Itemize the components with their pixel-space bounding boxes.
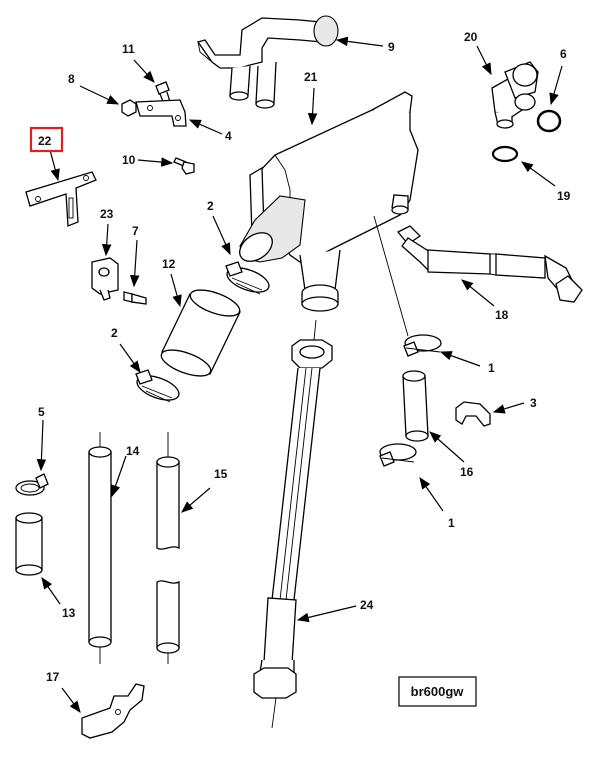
part-22-bracket[interactable] xyxy=(25,171,97,227)
part-16-hose[interactable] xyxy=(402,370,429,442)
part-2-hose-clamp-upper[interactable] xyxy=(224,261,272,297)
drawing-code-box: br600gw xyxy=(398,676,477,707)
part-1-hose-clamp-lower[interactable] xyxy=(379,443,417,467)
callout-23: 23 xyxy=(100,207,114,221)
highlighted-callout-22[interactable]: 22 xyxy=(29,126,64,153)
part-7-bolt[interactable] xyxy=(123,291,147,305)
part-6-o-ring[interactable] xyxy=(536,109,562,133)
part-20-elbow-fitting[interactable] xyxy=(491,61,539,129)
callout-13: 13 xyxy=(62,606,76,620)
part-3-clip[interactable] xyxy=(455,401,491,427)
part-12-hose[interactable] xyxy=(158,285,243,382)
highlight-box xyxy=(29,126,64,153)
callout-2-upper: 2 xyxy=(207,199,214,213)
part-15-tube[interactable] xyxy=(156,432,180,664)
callout-6: 6 xyxy=(560,47,567,61)
callout-20: 20 xyxy=(464,30,478,44)
part-2-hose-clamp-lower[interactable] xyxy=(134,369,182,405)
part-9-bent-pipe[interactable] xyxy=(196,15,339,109)
part-19-o-ring[interactable] xyxy=(491,145,519,163)
part-18-hose[interactable] xyxy=(396,225,583,303)
callout-16: 16 xyxy=(460,465,474,479)
part-17-clamp-bracket[interactable] xyxy=(81,683,145,739)
callout-17: 17 xyxy=(46,670,60,684)
callout-9: 9 xyxy=(388,40,395,54)
callout-10: 10 xyxy=(122,153,136,167)
part-13-hose[interactable] xyxy=(15,512,43,576)
callout-1-upper: 1 xyxy=(488,361,495,375)
callout-11: 11 xyxy=(122,42,135,56)
part-1-hose-clamp-upper[interactable] xyxy=(403,334,442,357)
callout-24: 24 xyxy=(360,598,374,612)
part-8-nut[interactable] xyxy=(121,99,137,117)
part-14-tube[interactable] xyxy=(88,432,112,664)
callout-8: 8 xyxy=(68,72,75,86)
part-4-bracket[interactable] xyxy=(135,99,187,127)
part-24-long-hose[interactable] xyxy=(253,319,333,729)
callout-12: 12 xyxy=(162,257,176,271)
callout-2-lower: 2 xyxy=(111,326,118,340)
callout-labels: 11 8 4 10 9 21 20 6 19 23 7 2 12 2 18 1 … xyxy=(38,30,571,684)
part-21-housing[interactable] xyxy=(234,91,419,312)
callout-5: 5 xyxy=(38,405,45,419)
part-5-hose-clamp[interactable] xyxy=(15,473,49,496)
callout-19: 19 xyxy=(557,189,571,203)
leader-lines xyxy=(36,36,563,713)
part-10-bolt[interactable] xyxy=(173,157,195,175)
callout-14: 14 xyxy=(126,444,140,458)
callout-1-lower: 1 xyxy=(448,516,455,530)
drawing-code: br600gw xyxy=(411,684,465,699)
callout-3: 3 xyxy=(530,396,537,410)
part-23-mount-block[interactable] xyxy=(91,257,119,301)
callout-7: 7 xyxy=(132,224,139,238)
callout-4: 4 xyxy=(225,129,232,143)
callout-21: 21 xyxy=(304,70,318,84)
callout-15: 15 xyxy=(214,467,228,481)
callout-18: 18 xyxy=(495,308,509,322)
callout-22: 22 xyxy=(38,134,52,148)
